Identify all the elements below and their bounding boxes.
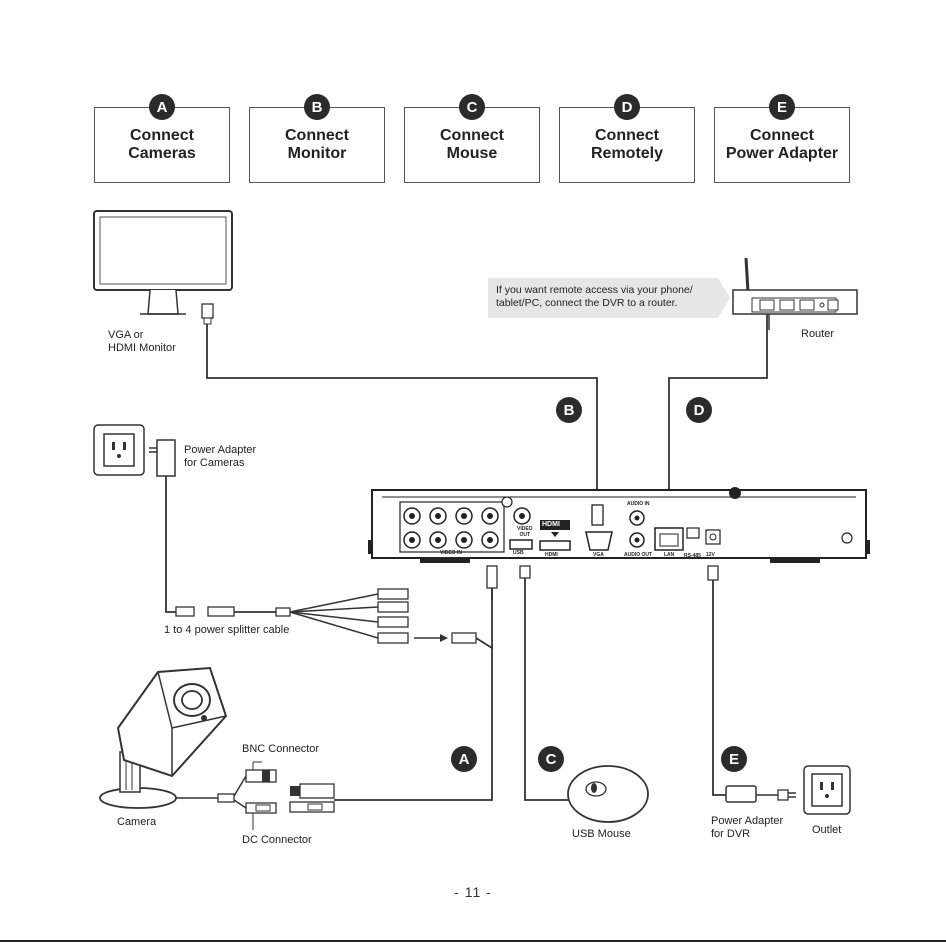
rs485-port-label: RS-485 xyxy=(684,553,701,559)
video-out-port-label: VIDEO OUT xyxy=(517,526,533,538)
connection-badge-c: C xyxy=(538,746,564,772)
step-label: Connect Monitor xyxy=(285,127,349,162)
lan-port-label: LAN xyxy=(664,552,675,558)
audio-out-port-label: AUDIO OUT xyxy=(624,552,653,558)
step-badge-c: C xyxy=(459,94,485,120)
step-label: Connect Power Adapter xyxy=(725,127,839,162)
bnc-connector-label: BNC Connector xyxy=(242,743,320,755)
callout-arrow-icon xyxy=(718,278,730,318)
power-adapter-cameras-label: Power Adapter for Cameras xyxy=(184,444,257,469)
outlet-icon-left xyxy=(93,424,145,476)
power-adapter-dvr-label: Power Adapter for DVR xyxy=(711,815,784,840)
step-box-connect-power-adapter: Connect Power Adapter xyxy=(714,107,850,183)
outlet-icon-right xyxy=(803,765,851,815)
camera-label: Camera xyxy=(117,816,157,828)
step-badge-a: A xyxy=(149,94,175,120)
connection-badge-e: E xyxy=(721,746,747,772)
step-badge-d: D xyxy=(614,94,640,120)
connection-badge-d: D xyxy=(686,397,712,423)
splitter-label: 1 to 4 power splitter cable xyxy=(164,624,290,636)
remote-access-callout: If you want remote access via your phone… xyxy=(488,278,718,318)
step-label: Connect Cameras xyxy=(128,127,196,162)
video-in-port-label: VIDEO IN xyxy=(440,550,462,556)
hdmi-logo-label: HDMI xyxy=(542,521,560,528)
hdmi-port-label: HDMI xyxy=(545,552,558,558)
usb-port-label: USB xyxy=(513,550,524,556)
dvr-icon xyxy=(368,487,870,563)
connection-badge-b: B xyxy=(556,397,582,423)
router-icon xyxy=(732,257,858,330)
router-label: Router xyxy=(801,328,835,340)
mouse-icon xyxy=(567,765,649,823)
outlet-label: Outlet xyxy=(812,824,842,836)
page-number: - 11 - xyxy=(454,884,492,900)
lan-cable xyxy=(668,314,768,505)
vga-plug-icon xyxy=(201,303,214,325)
camera-power-adapter-icon xyxy=(149,439,176,477)
connection-badge-a: A xyxy=(451,746,477,772)
dvr-power-plug-icon xyxy=(707,565,719,581)
bottom-rule xyxy=(0,940,946,942)
camera-pigtail-icon xyxy=(217,761,335,830)
power-splitter-icon xyxy=(175,588,409,644)
usb-plug-icon xyxy=(519,565,531,579)
dc-connector-label: DC Connector xyxy=(242,834,312,846)
monitor-label: VGA or HDMI Monitor xyxy=(108,329,176,354)
vga-port-label: VGA xyxy=(593,552,604,558)
camera-dc-cable xyxy=(334,637,493,801)
bnc-plug-icon xyxy=(486,565,498,589)
camera-power-cable xyxy=(165,476,176,613)
dc-plug-icon xyxy=(451,632,477,644)
usb-mouse-cable xyxy=(524,578,570,801)
splitter-arrow-icon xyxy=(440,634,448,642)
dvr-power-cable xyxy=(712,580,726,796)
dvr-power-adapter-icon xyxy=(725,785,796,803)
step-label: Connect Mouse xyxy=(440,127,504,162)
step-label: Connect Remotely xyxy=(590,127,664,162)
step-badge-e: E xyxy=(769,94,795,120)
usb-mouse-label: USB Mouse xyxy=(572,828,631,840)
monitor-cable xyxy=(206,324,598,498)
power-12v-port-label: 12V xyxy=(706,552,715,558)
audio-in-port-label: AUDIO IN xyxy=(627,501,650,507)
monitor-icon xyxy=(93,210,233,315)
step-badge-b: B xyxy=(304,94,330,120)
camera-icon xyxy=(99,666,228,809)
